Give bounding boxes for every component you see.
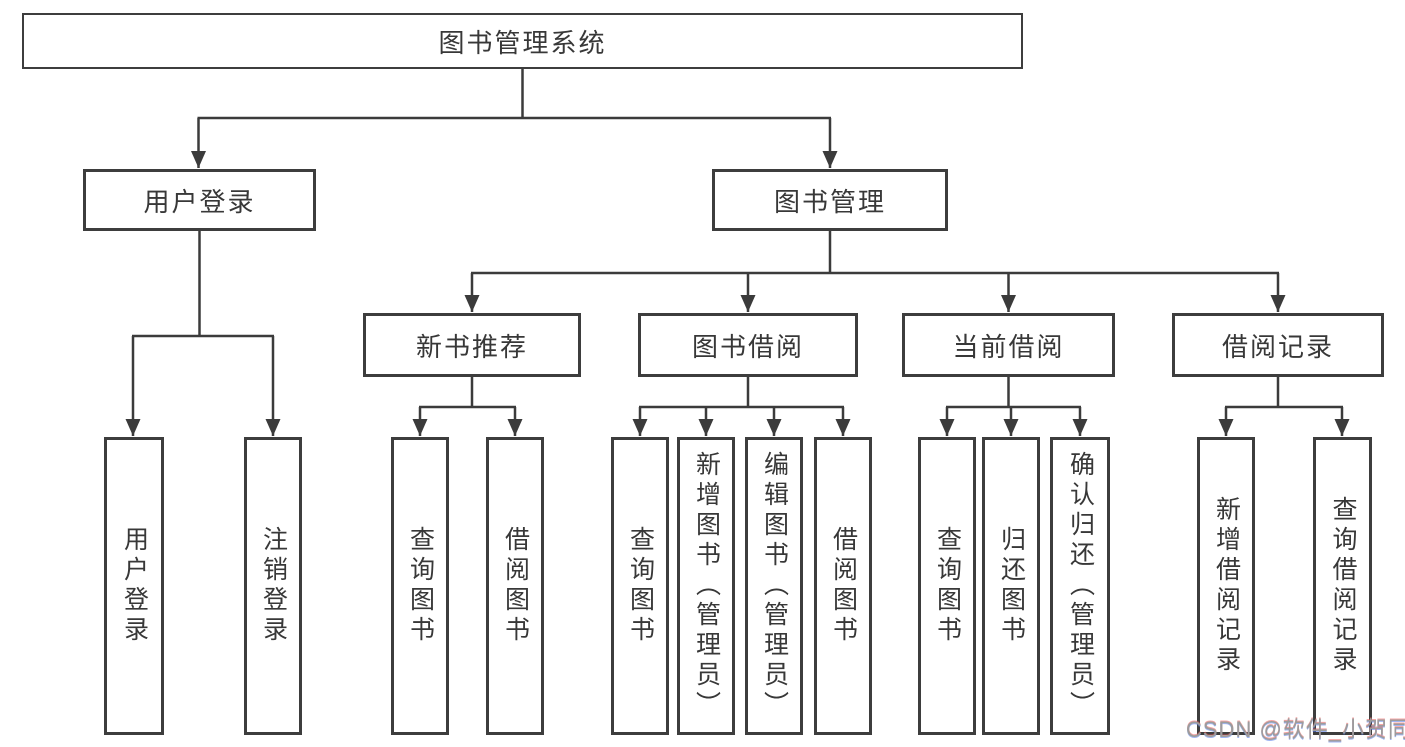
connector-root [191, 69, 838, 168]
leaf-add-borrow-record: 新增借阅记录 [1197, 437, 1255, 735]
leaf-label: 编辑图书（管理员） [760, 451, 789, 721]
node-book-management: 图书管理 [712, 169, 948, 231]
leaf-confirm-return-admin: 确认归还（管理员） [1050, 437, 1110, 735]
leaf-borrow-book-2: 借阅图书 [814, 437, 872, 735]
leaf-label: 注销登录 [259, 526, 288, 646]
connector-book-borrow [632, 377, 851, 436]
node-user-login: 用户登录 [83, 169, 316, 231]
node-label: 图书管理系统 [438, 27, 607, 58]
node-label: 用户登录 [143, 186, 256, 217]
leaf-label: 借阅图书 [501, 526, 530, 646]
leaf-query-book-2: 查询图书 [611, 437, 669, 735]
connector-book-management [464, 231, 1286, 312]
connector-new-book-recommend [412, 377, 523, 436]
leaf-label: 新增借阅记录 [1212, 496, 1241, 676]
leaf-query-book-3: 查询图书 [918, 437, 976, 735]
leaf-label: 借阅图书 [829, 526, 858, 646]
leaf-label: 查询图书 [626, 526, 655, 646]
leaf-label: 确认归还（管理员） [1066, 451, 1095, 721]
connector-borrow-records [1218, 377, 1350, 436]
leaf-label: 归还图书 [997, 526, 1026, 646]
leaf-label: 查询图书 [933, 526, 962, 646]
node-label: 借阅记录 [1221, 331, 1334, 362]
node-current-borrow: 当前借阅 [902, 313, 1115, 377]
node-label: 当前借阅 [952, 331, 1065, 362]
leaf-label: 查询图书 [406, 526, 435, 646]
node-label: 图书借阅 [691, 331, 804, 362]
connector-user-login [125, 231, 281, 436]
node-label: 图书管理 [773, 186, 886, 217]
node-label: 新书推荐 [415, 331, 528, 362]
leaf-label: 查询借阅记录 [1329, 496, 1357, 676]
node-root-system: 图书管理系统 [22, 13, 1023, 69]
leaf-label: 新增图书（管理员） [692, 451, 721, 721]
leaf-user-login: 用户登录 [104, 437, 164, 735]
leaf-return-book: 归还图书 [982, 437, 1040, 735]
leaf-label: 用户登录 [120, 526, 149, 646]
leaf-edit-book-admin: 编辑图书（管理员） [745, 437, 803, 735]
leaf-query-book-1: 查询图书 [391, 437, 449, 735]
leaf-add-book-admin: 新增图书（管理员） [677, 437, 735, 735]
connector-current-borrow [939, 377, 1088, 436]
node-new-book-recommend: 新书推荐 [363, 313, 581, 377]
node-book-borrow: 图书借阅 [638, 313, 858, 377]
leaf-logout: 注销登录 [244, 437, 302, 735]
csdn-watermark: CSDN @软件_小贺同学 [1186, 717, 1405, 742]
node-borrow-records: 借阅记录 [1172, 313, 1384, 377]
leaf-borrow-book-1: 借阅图书 [486, 437, 544, 735]
leaf-query-borrow-record: 查询借阅记录 [1313, 437, 1372, 735]
